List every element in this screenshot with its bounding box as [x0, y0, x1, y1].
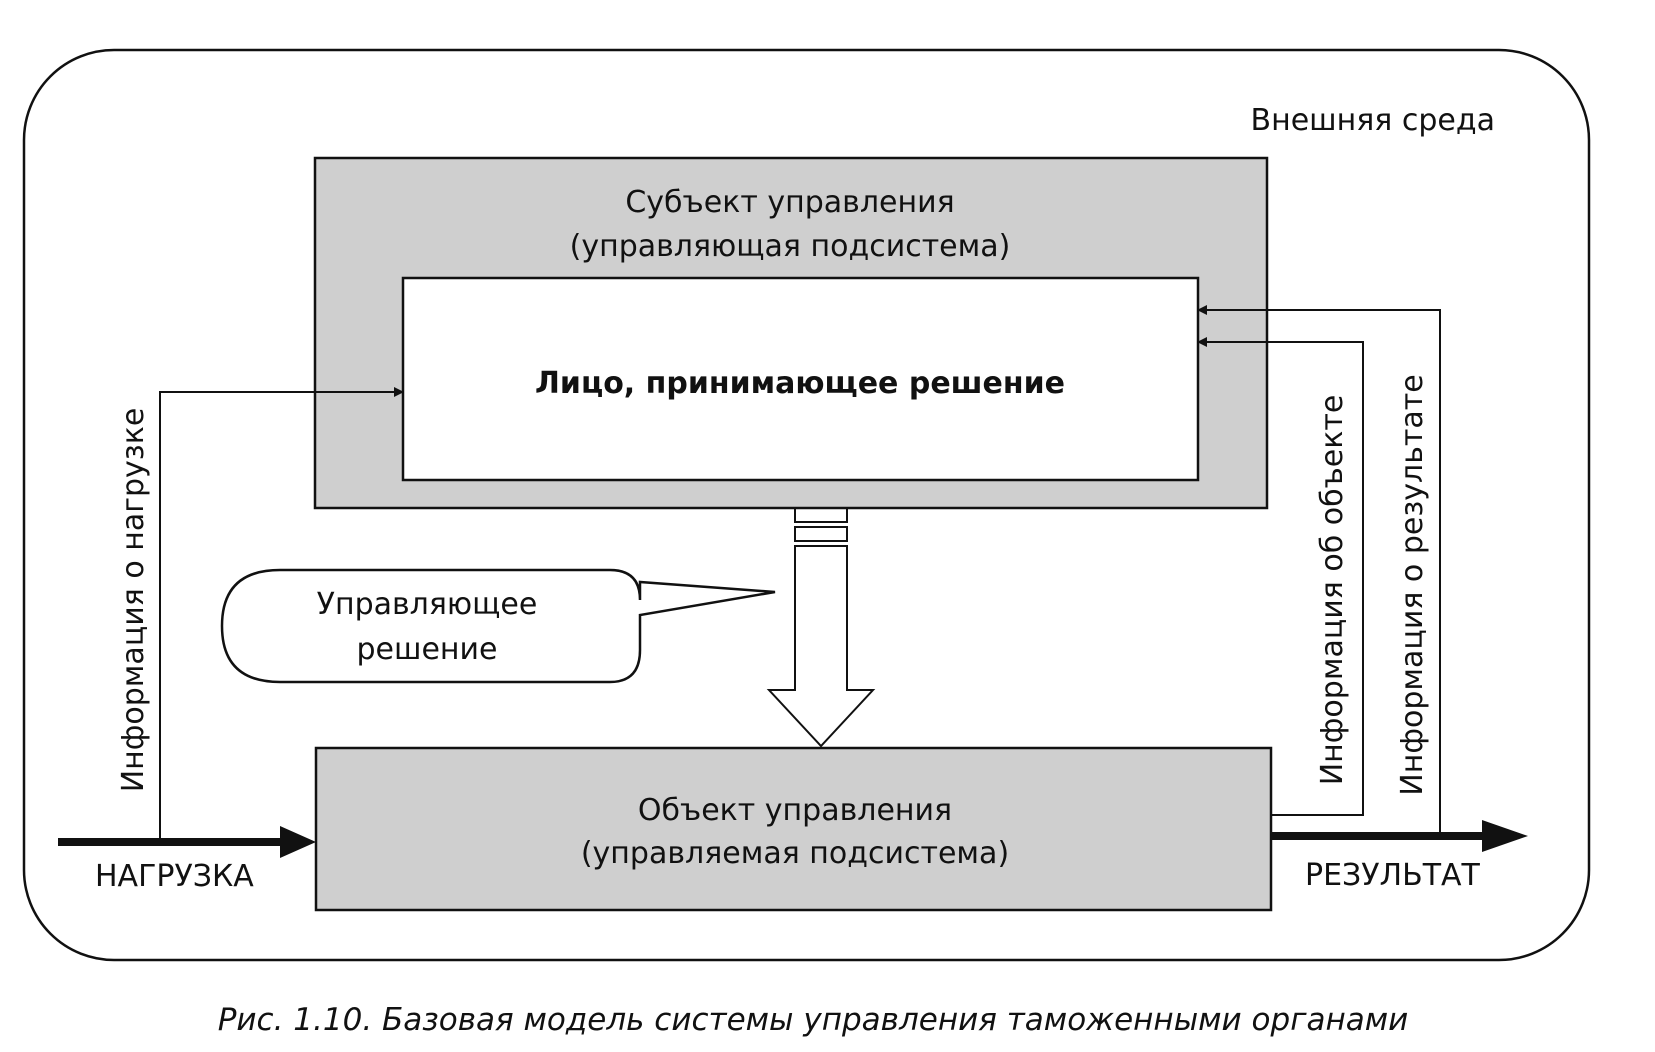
subject-title: Субъект управления [625, 185, 954, 220]
object-subtitle: (управляемая подсистема) [581, 836, 1009, 871]
object-box [314, 746, 1273, 912]
object-title: Объект управления [638, 793, 952, 828]
object-info-label: Информация об объекте [1315, 395, 1350, 786]
decision-maker-box [401, 276, 1200, 482]
result-label: РЕЗУЛЬТАТ [1305, 858, 1481, 893]
figure-caption: Рис. 1.10. Базовая модель системы управл… [218, 1002, 1409, 1038]
external-environment-label: Внешняя среда [1251, 103, 1495, 138]
control-decision-line1: Управляющее [317, 587, 538, 622]
load-info-label: Информация о нагрузке [116, 408, 151, 793]
control-decision-line2: решение [357, 632, 498, 667]
load-label: НАГРУЗКА [95, 859, 254, 894]
control-decision-arrow [766, 507, 876, 748]
result-arrow [1271, 820, 1528, 852]
external-environment-frame [22, 48, 1591, 962]
load-arrow [58, 826, 316, 858]
load-info-line [159, 387, 404, 842]
control-decision-callout [220, 568, 776, 684]
subject-subtitle: (управляющая подсистема) [570, 229, 1011, 264]
decision-maker-label: Лицо, принимающее решение [535, 366, 1065, 401]
object-info-line [1197, 337, 1364, 816]
result-info-line [1197, 305, 1441, 836]
result-info-label: Информация о результате [1395, 374, 1430, 795]
